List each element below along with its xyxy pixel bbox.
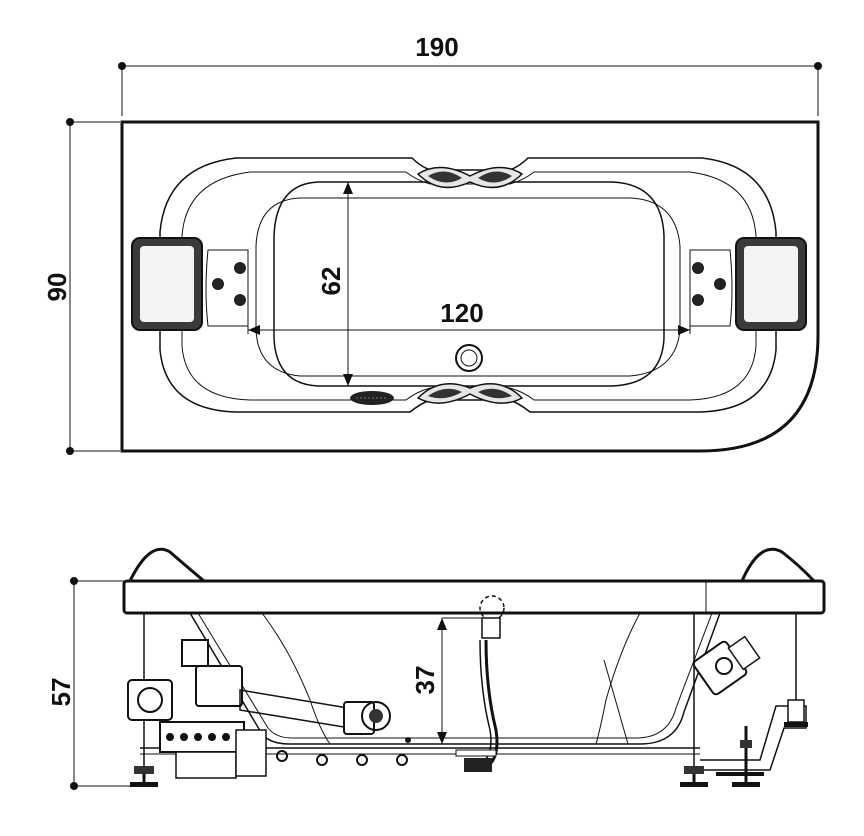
adjustable-foot bbox=[680, 766, 708, 787]
adjustable-foot bbox=[716, 726, 764, 787]
adjustable-foot bbox=[784, 699, 808, 727]
inner-length-dimension: 120 bbox=[247, 298, 691, 335]
pump-assembly bbox=[127, 639, 391, 779]
headrest-profile-right bbox=[740, 547, 816, 583]
width-dimension: 90 bbox=[42, 118, 120, 455]
drain-overflow bbox=[455, 344, 483, 372]
height-dimension: 57 bbox=[46, 577, 140, 790]
jet-nozzle bbox=[234, 294, 246, 306]
jet-plate-right bbox=[689, 249, 733, 327]
overflow-drain bbox=[442, 595, 505, 772]
top-view: 190 90 bbox=[42, 32, 822, 455]
tub-rim-profile bbox=[122, 579, 826, 615]
jet-nozzle bbox=[714, 278, 726, 290]
headrest-profile-left bbox=[128, 547, 205, 583]
height-label: 57 bbox=[46, 678, 76, 707]
tub-outer-rim bbox=[120, 120, 820, 453]
tub-basin bbox=[273, 181, 665, 387]
inner-width-label: 62 bbox=[316, 267, 346, 296]
side-view: 57 bbox=[46, 547, 826, 790]
jet-nozzle bbox=[692, 262, 704, 274]
jet-nozzle bbox=[234, 262, 246, 274]
control-knob bbox=[350, 391, 394, 405]
jet-nozzle bbox=[692, 294, 704, 306]
length-dimension: 190 bbox=[118, 32, 822, 116]
tub-shell-outline bbox=[159, 157, 777, 413]
depth-label: 37 bbox=[410, 666, 440, 695]
adjustable-foot bbox=[130, 766, 158, 787]
length-label: 190 bbox=[415, 32, 458, 62]
pump-assembly bbox=[692, 635, 761, 696]
inner-length-label: 120 bbox=[440, 298, 483, 328]
inner-width-dimension: 62 bbox=[316, 182, 353, 386]
width-label: 90 bbox=[42, 273, 72, 302]
depth-dimension: 37 bbox=[410, 618, 447, 744]
tub-body-profile bbox=[189, 612, 721, 745]
jet-plate-left bbox=[205, 249, 249, 327]
grip-handle-top bbox=[416, 166, 524, 189]
side-jets bbox=[276, 737, 411, 766]
jet-nozzle bbox=[212, 278, 224, 290]
grip-handle-bottom bbox=[416, 383, 524, 404]
